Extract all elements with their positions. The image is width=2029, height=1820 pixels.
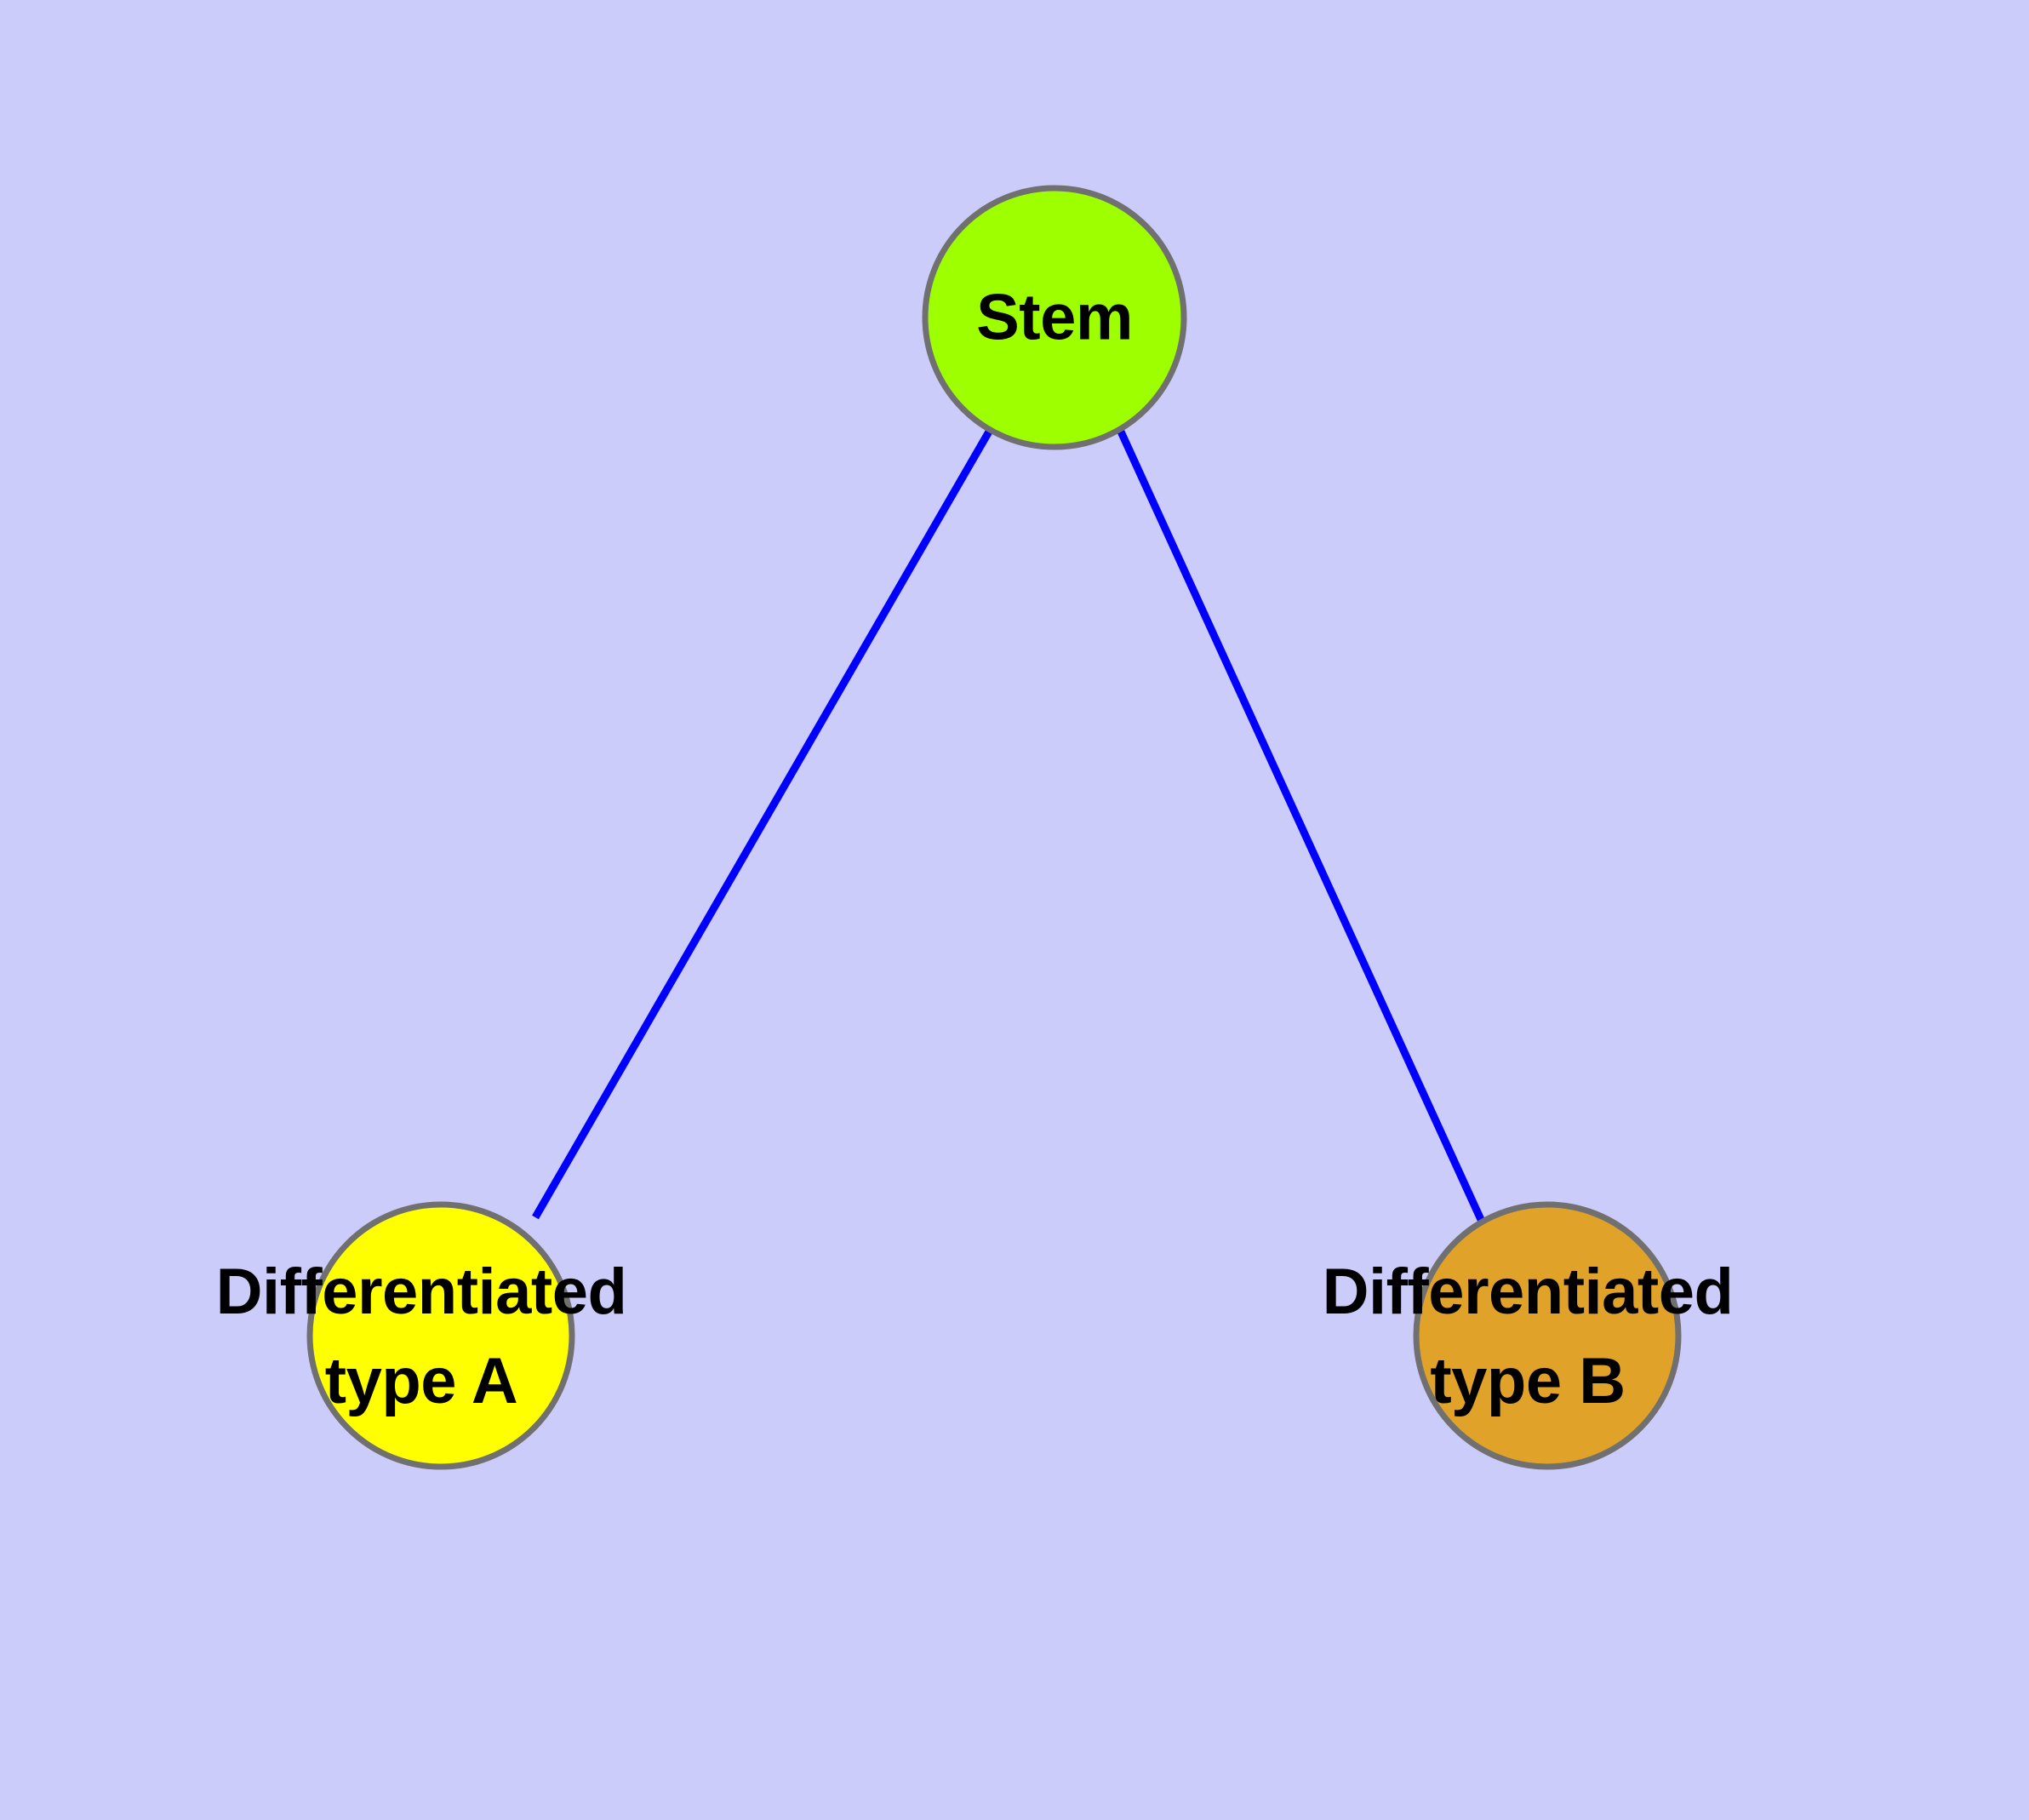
graph-edge-stem-to-diff_b[interactable] (1117, 430, 1487, 1225)
graph-node-diff_a[interactable] (306, 1201, 575, 1470)
graph-edge-stem-to-diff_a[interactable] (532, 429, 992, 1220)
graph-node-diff_b[interactable] (1413, 1201, 1682, 1470)
node-layer (306, 185, 1682, 1470)
graph-node-stem[interactable] (922, 185, 1187, 450)
edge-layer (532, 429, 1487, 1225)
